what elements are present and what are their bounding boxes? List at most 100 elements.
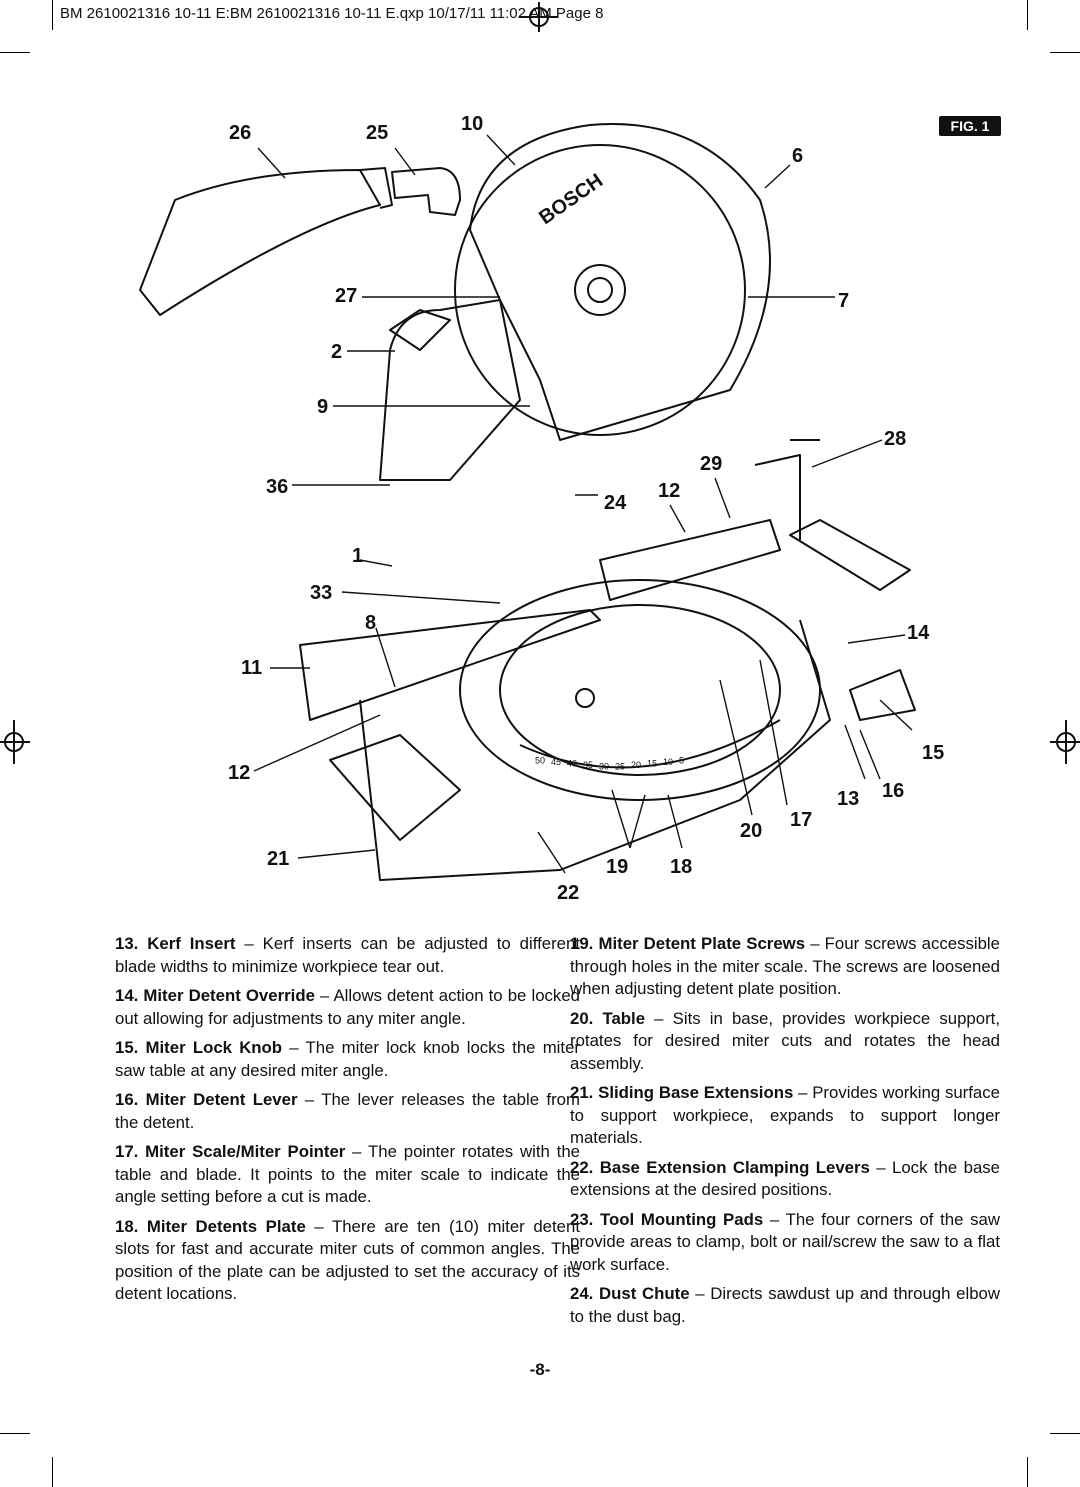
callout-2: 2 [331,341,343,363]
callout-25: 25 [366,122,389,144]
crop-mark [0,1433,30,1434]
callout-36: 36 [266,476,289,498]
part-term: 24. Dust Chute [570,1284,690,1303]
callout-10: 10 [461,113,484,135]
part-desc: – There are ten (10) miter detent slots … [115,1216,580,1304]
callout-20: 20 [740,820,763,842]
callout-22: 22 [557,882,580,904]
dust-bag [139,169,381,316]
right-extension [789,519,911,591]
part-term: 23. Tool Mounting Pads [570,1209,764,1229]
saw-arm [379,299,521,481]
part-term: 13. Kerf Insert [115,934,236,953]
saw-blade [454,144,746,436]
blade-guard [469,123,771,441]
left-extension [329,734,461,841]
crop-mark [52,0,53,30]
crop-mark [1027,0,1028,30]
callout-14: 14 [907,622,930,644]
callout-19: 19 [606,856,629,878]
callout-6: 6 [792,145,804,167]
callout-13: 13 [837,788,860,810]
callout-1: 1 [352,545,364,567]
crop-mark [1027,1457,1028,1487]
scale-tick-label: 30 [599,761,609,771]
scale-tick-label: 25 [615,761,625,771]
part-term: 22. Base Extension Clamping Levers [570,1157,870,1177]
part-desc: – Kerf inserts can be adjusted to differ… [115,934,580,976]
part-term: 14. Miter Detent Override [115,986,315,1005]
scale-tick-label: 10 [663,757,673,767]
scale-tick-label: 15 [647,758,657,768]
part-desc: – Four screws accessible through holes i… [570,934,1000,998]
scale-tick-label: 5 [679,755,684,765]
callout-15: 15 [922,742,945,764]
callout-27: 27 [335,285,358,307]
part-description: 19. Miter Detent Plate Screws – Four scr… [570,933,1000,1001]
crop-mark [1050,52,1080,53]
crop-mark [0,52,30,53]
dust-elbow [391,167,461,216]
base [359,619,831,881]
callout-29: 29 [700,453,723,475]
figure-badge: FIG. 1 [939,116,1001,136]
callout-9: 9 [317,396,329,418]
part-description: 13. Kerf Insert – Kerf inserts can be ad… [115,933,580,978]
part-desc: – The four corners of the saw provide ar… [570,1209,1001,1274]
callout-16: 16 [882,780,905,802]
part-term: 15. Miter Lock Knob [115,1038,283,1057]
scale-tick-label: 50 [535,755,545,765]
callout-26: 26 [229,122,252,144]
part-description: 24. Dust Chute – Directs sawdust up and … [570,1283,1000,1328]
crop-mark [1050,1433,1080,1434]
part-description: 14. Miter Detent Override – Allows deten… [115,985,580,1030]
callout-18: 18 [670,856,693,878]
callout-24: 24 [604,492,627,514]
part-description: 16. Miter Detent Lever – The lever relea… [115,1089,580,1134]
scale-tick-label: 40 [567,758,577,768]
fence [299,609,601,721]
part-desc: – The miter lock knob locks the miter sa… [115,1038,580,1080]
page-number: -8- [529,1360,551,1379]
handle [389,309,451,351]
callout-21: 21 [267,848,290,870]
callout-12: 12 [658,480,681,502]
part-term: 20. Table [570,1008,646,1028]
miter-scale [519,719,781,769]
part-desc: – Allows detent action to be locked out … [115,986,580,1028]
part-description: 20. Table – Sits in base, provides workp… [570,1008,1000,1076]
part-desc: – Sits in base, provides workpiece suppo… [570,1008,1000,1073]
part-term: 18. Miter Detents Plate [115,1216,306,1236]
callout-7: 7 [838,290,850,312]
miter-lock-knob [849,669,916,721]
part-desc: – The pointer rotates with the table and… [115,1142,580,1206]
callout-11: 11 [241,657,263,679]
work-clamp [754,439,820,540]
crop-mark [52,1457,53,1487]
scale-tick-label: 45 [551,757,561,767]
callout-33: 33 [310,582,333,604]
part-description: 17. Miter Scale/Miter Pointer – The poin… [115,1141,580,1209]
description-column-left: 13. Kerf Insert – Kerf inserts can be ad… [115,933,580,1313]
part-description: 18. Miter Detents Plate – There are ten … [115,1216,580,1306]
part-description: 22. Base Extension Clamping Levers – Loc… [570,1157,1000,1202]
registration-mark-icon [0,2,1080,764]
part-desc: – Directs sawdust up and through elbow t… [570,1284,1000,1326]
part-desc: – Lock the base extensions at the desire… [570,1157,1000,1200]
callout-8: 8 [365,612,377,634]
print-slug: BM 2610021316 10-11 E:BM 2610021316 10-1… [60,5,604,22]
callout-12: 12 [228,762,251,784]
description-column-right: 19. Miter Detent Plate Screws – Four scr… [570,933,1000,1335]
part-term: 21. Sliding Base Extensions [570,1083,794,1102]
part-term: 16. Miter Detent Lever [115,1090,298,1109]
part-description: 15. Miter Lock Knob – The miter lock kno… [115,1037,580,1082]
scale-tick-label: 20 [631,760,641,770]
part-term: 19. Miter Detent Plate Screws [570,934,806,953]
scale-tick-label: 35 [583,760,593,770]
part-description: 23. Tool Mounting Pads – The four corner… [570,1209,1000,1277]
callout-28: 28 [884,428,907,450]
part-desc: – The lever releases the table from the … [115,1090,580,1132]
part-term: 17. Miter Scale/Miter Pointer [115,1142,346,1161]
part-desc: – Provides working surface to support wo… [570,1083,1000,1147]
